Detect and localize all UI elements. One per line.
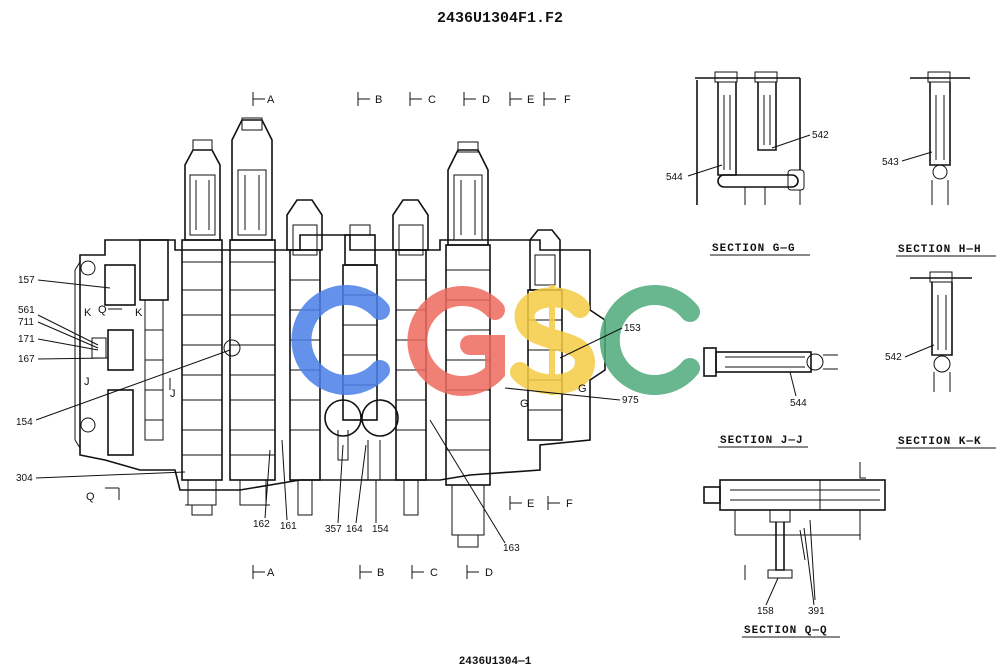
label-975: 975 [622,395,639,406]
cut-right-f: F [566,498,573,510]
label-153: 153 [624,323,641,334]
cut-bottom-a: A [267,567,275,579]
section-gg-title: SECTION G—G [712,243,796,255]
label-157: 157 [18,275,35,286]
letter-g-right: G [578,383,587,395]
section-qq-view: 158 391 SECTION Q—Q [703,462,886,638]
label-711: 711 [18,317,34,328]
label-154-left: 154 [16,417,33,428]
drawing-code: 2436U1304—1 [459,656,532,668]
label-167: 167 [18,354,35,365]
letter-k-right: K [135,307,143,319]
label-171: 171 [18,334,35,345]
section-kk-title: SECTION K—K [898,436,982,448]
cut-top-a: A [267,94,275,106]
spool-1 [181,139,223,516]
label-304: 304 [16,473,33,484]
label-158: 158 [757,606,774,617]
label-544-gg: 544 [666,172,683,183]
section-jj-view: 544 SECTION J—J [703,347,838,448]
label-163: 163 [503,543,520,554]
label-161: 161 [280,521,297,532]
cut-markers-bottom: A B C D E F Q [86,487,573,579]
drawing-title: 2436U1304F1.F2 [437,10,563,27]
section-hh-title: SECTION H—H [898,244,982,256]
cut-left-q: Q [86,491,95,503]
side-letters: K Q K J J G G [84,304,587,410]
spool-4 [324,224,399,481]
section-qq-title: SECTION Q—Q [744,625,828,637]
label-164: 164 [346,524,363,535]
letter-j-left: J [84,376,90,388]
cut-top-f: F [564,94,571,106]
label-542-kk: 542 [885,352,902,363]
letter-j-right: J [170,388,176,400]
part-labels: 157 561 711 171 167 154 304 162 161 357 … [16,275,641,554]
cut-top-b: B [375,94,382,106]
label-544-jj: 544 [790,398,807,409]
spool-2 [229,117,276,506]
cut-right-e: E [527,498,534,510]
cut-markers-top: A B C D E F [252,92,571,106]
cut-bottom-d: D [485,567,493,579]
letter-g-left: G [520,398,529,410]
cgsc-watermark [291,285,700,396]
cut-top-d: D [482,94,490,106]
letter-k-left: K [84,307,92,319]
section-jj-title: SECTION J—J [720,435,804,447]
cut-top-e: E [527,94,534,106]
label-391: 391 [808,606,825,617]
cut-bottom-c: C [430,567,438,579]
section-gg-view: 544 542 SECTION G—G [666,71,829,256]
letter-q-left: Q [98,304,107,316]
label-561: 561 [18,305,35,316]
section-kk-view: 542 SECTION K—K [885,271,996,449]
label-543: 543 [882,157,899,168]
label-162: 162 [253,519,270,530]
cut-bottom-b: B [377,567,384,579]
section-hh-view: 543 SECTION H—H [882,71,996,257]
label-542-gg: 542 [812,130,829,141]
label-357: 357 [325,524,342,535]
left-side-valves [91,239,169,456]
label-154-bottom: 154 [372,524,389,535]
cut-top-c: C [428,94,436,106]
